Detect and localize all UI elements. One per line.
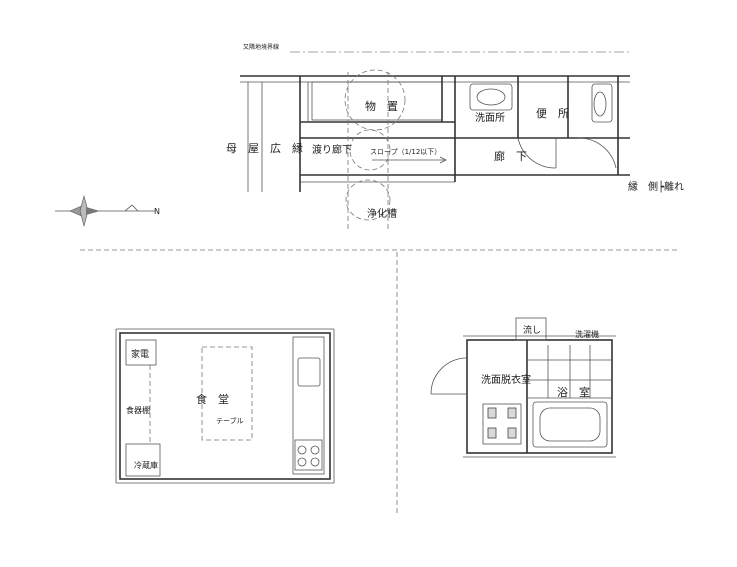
bathroom-label: 浴 室 [557,385,590,399]
washing-machine-label: 洗濯機 [575,329,599,339]
bath-plan: 流し 洗濯機 洗面脱衣室 浴 室 [430,317,616,458]
hallway-label: 廊 下 [494,149,527,163]
corridor-bridge-label: 渡り廊下 [312,143,352,156]
annex-veranda-label: 縁 側┝離れ [628,180,684,193]
appliance-label: 家電 [131,348,149,360]
table-label: テーブル [216,416,244,425]
washroom-label: 洗面所 [475,112,505,124]
septic-tank-label: 浄化槽 [367,207,397,220]
boundary-label: 又隣地境界線 [243,43,279,51]
slope-label: スロープ（1/12以下） [370,148,441,156]
top-plan: 又隣地境界線 [55,43,684,230]
toilet-label: 便 所 [536,107,569,120]
dressing-room-label: 洗面脱衣室 [481,373,531,386]
dining-label: 食 堂 [196,392,229,406]
sink-label: 流し [523,324,541,336]
main-veranda-label: 母 屋 広 縁 [226,141,303,155]
north-label: N [154,207,160,216]
cupboard-label: 食器棚 [126,405,150,415]
fridge-label: 冷蔵庫 [134,460,158,470]
storage-label: 物 置 [365,99,398,113]
dining-plan: 家電 食 堂 食器棚 テーブル 冷蔵庫 [115,328,335,484]
compass-icon [55,194,155,228]
